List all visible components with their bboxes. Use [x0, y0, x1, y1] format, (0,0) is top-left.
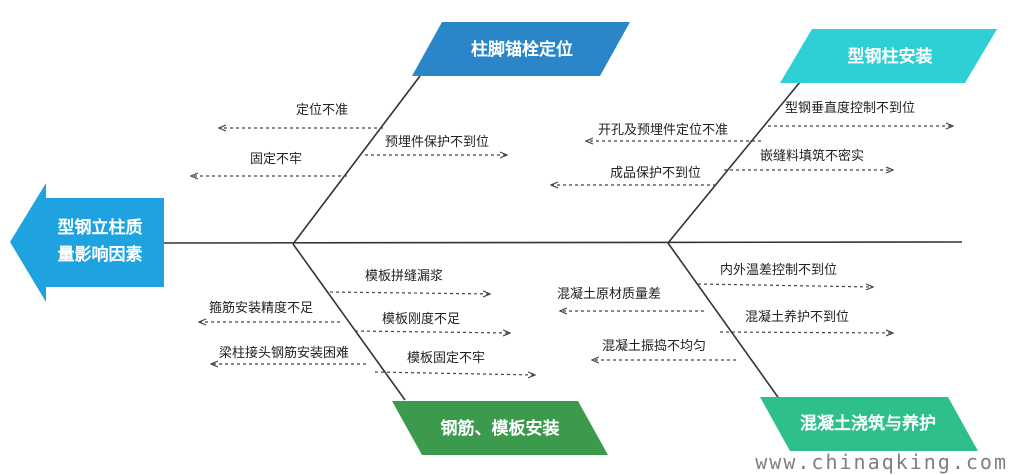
category-bottom-left-label: 钢筋、模板安装 [441, 418, 560, 439]
cause-arrow-bl-3 [354, 331, 510, 333]
cause-tl-2: 预埋件保护不到位 [385, 135, 489, 150]
cause-tr-3: 嵌缝料填筑不密实 [760, 148, 864, 164]
cause-tr-1: 型钢垂直度控制不到位 [785, 100, 915, 116]
cause-bl-2: 箍筋安装精度不足 [209, 300, 313, 316]
cause-arrow-bl-5 [374, 372, 535, 375]
cause-arrow-bl-1 [329, 292, 490, 294]
cause-br-1: 内外温差控制不到位 [720, 262, 837, 278]
category-top-right-label: 型钢柱安装 [848, 46, 933, 67]
category-top-left: 柱脚锚栓定位 [412, 22, 630, 76]
watermark-text: www.chinaqking.com [755, 450, 1008, 474]
cause-bl-1: 模板拼缝漏浆 [365, 268, 443, 284]
cause-bl-4: 梁柱接头钢筋安装困难 [219, 345, 349, 361]
spine-line [163, 241, 963, 244]
cause-tr-2: 开孔及预埋件定位不准 [598, 123, 728, 138]
bone-bottom-right [667, 242, 781, 401]
category-bottom-left-shape [392, 401, 608, 455]
cause-tr-4: 成品保护不到位 [610, 166, 701, 181]
cause-tl-1: 定位不准 [296, 103, 348, 118]
cause-br-4: 混凝土振捣不均匀 [602, 338, 706, 354]
bone-top-right [667, 81, 801, 244]
category-bottom-right: 混凝土浇筑与养护 [760, 397, 978, 451]
cause-arrow-br-1 [697, 284, 873, 287]
head-label-line1: 型钢立柱质 [58, 217, 143, 238]
category-bottom-left: 钢筋、模板安装 [392, 401, 608, 455]
effect-head-arrow: 型钢立柱质 量影响因素 [10, 183, 164, 302]
cause-bl-3: 模板刚度不足 [382, 311, 460, 327]
category-top-right-shape [780, 29, 997, 83]
head-arrow-shape [10, 183, 164, 302]
category-bottom-right-label: 混凝土浇筑与养护 [800, 413, 936, 434]
bone-bottom-left [292, 243, 406, 401]
category-top-right: 型钢柱安装 [780, 29, 997, 83]
cause-bl-5: 模板固定不牢 [407, 351, 485, 366]
cause-tl-3: 固定不牢 [250, 152, 302, 167]
bone-top-left [292, 75, 421, 245]
cause-br-2: 混凝土原材质量差 [557, 286, 661, 302]
category-top-left-label: 柱脚锚栓定位 [471, 39, 573, 60]
cause-arrow-br-3 [719, 332, 893, 333]
head-label-line2: 量影响因素 [58, 244, 143, 265]
cause-br-3: 混凝土养护不到位 [745, 309, 849, 325]
category-bottom-right-shape [760, 397, 978, 451]
category-top-left-shape [412, 22, 630, 76]
